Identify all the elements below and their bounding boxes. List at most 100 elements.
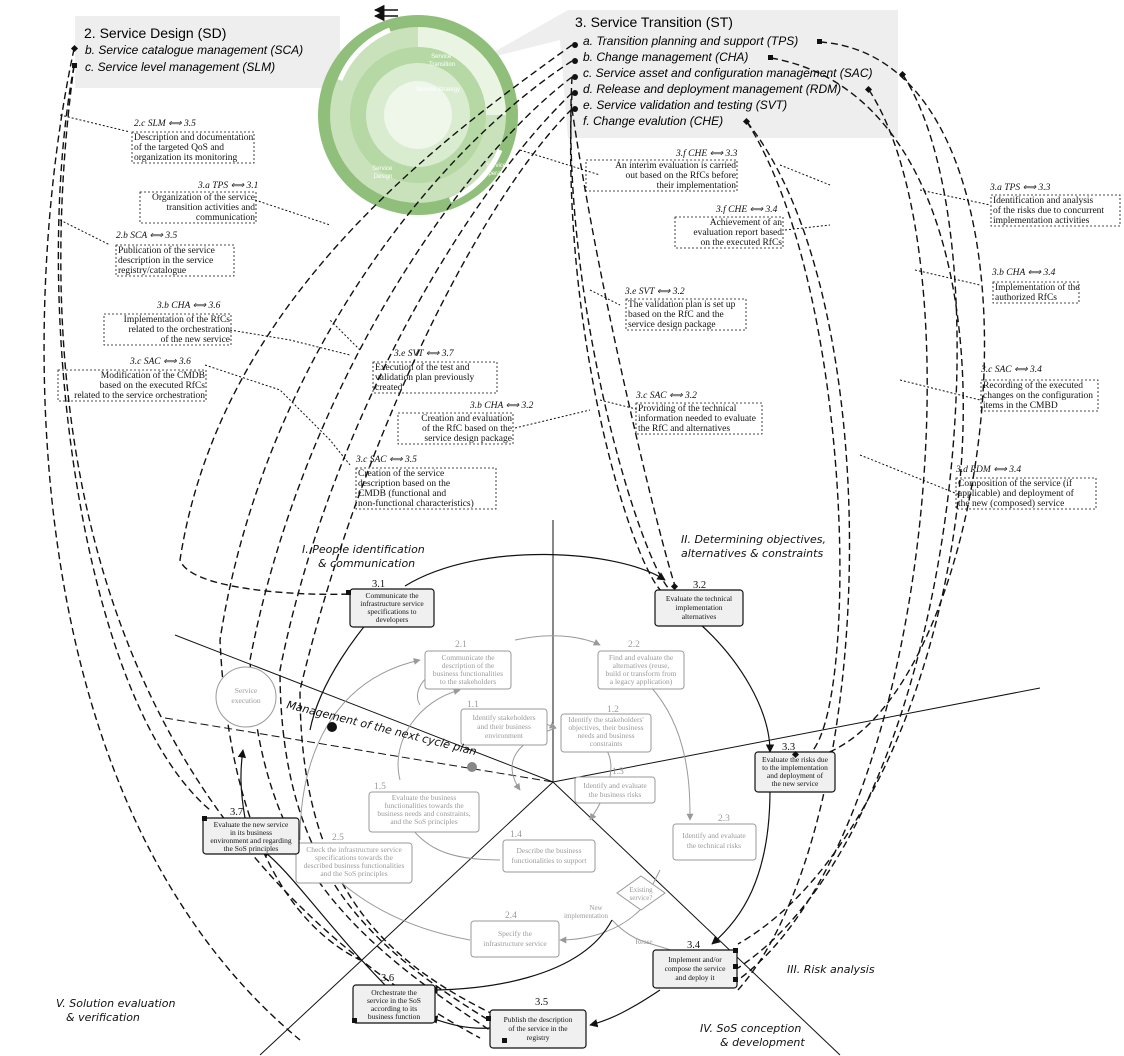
svg-text:items in the CMBD: items in the CMBD: [983, 401, 1058, 411]
svg-text:registry/catalogue: registry/catalogue: [118, 266, 186, 276]
svg-text:alternatives & constraints: alternatives & constraints: [681, 547, 823, 560]
svg-text:2.4: 2.4: [505, 911, 517, 921]
svg-text:1.3: 1.3: [612, 767, 624, 777]
svg-text:Service Transition: Service Transition: [429, 54, 455, 68]
quadrant-3-label: III. Risk analysis: [787, 963, 875, 976]
svg-text:Service Design: Service Design: [372, 166, 394, 180]
svg-text:related to the orchestration: related to the orchestration: [128, 325, 230, 335]
svg-text:2.1: 2.1: [455, 640, 467, 650]
step-number: 3.1: [372, 579, 385, 590]
svg-text:3.2: 3.2: [693, 580, 706, 591]
svg-text:description in the service: description in the service: [118, 256, 213, 266]
svg-text:2.b SCA ⟺ 3.5: 2.b SCA ⟺ 3.5: [116, 231, 177, 241]
st-item-cha: b. Change management (CHA): [583, 50, 748, 64]
svg-text:3.3: 3.3: [782, 742, 795, 753]
svg-text:service design package: service design package: [628, 320, 716, 330]
svg-text:3.a TPS ⟺ 3.1: 3.a TPS ⟺ 3.1: [197, 181, 258, 191]
svg-text:3.4: 3.4: [687, 940, 701, 951]
svg-text:implementation activities: implementation activities: [993, 216, 1090, 226]
svg-text:the RfC and alternatives: the RfC and alternatives: [638, 423, 730, 434]
svg-text:3.f CHE ⟺ 3.3: 3.f CHE ⟺ 3.3: [675, 148, 738, 159]
annotation-leaders: [59, 114, 991, 496]
svg-text:3.6: 3.6: [381, 973, 394, 984]
svg-text:3.c SAC ⟺ 3.2: 3.c SAC ⟺ 3.2: [635, 391, 697, 401]
st-item-tps: a. Transition planning and support (TPS): [583, 34, 798, 48]
svg-text:based on the RfC and the: based on the RfC and the: [628, 309, 724, 320]
st-title: 3. Service Transition (ST): [575, 14, 733, 30]
step-boxes: [202, 588, 836, 1049]
svg-text:evaluation report based: evaluation report based: [693, 228, 782, 238]
decision-reuse-label: Reuse: [635, 938, 652, 946]
wheel-design-label: Service: [372, 166, 393, 172]
svg-text:CMDB (functional and: CMDB (functional and: [358, 488, 446, 499]
svg-text:service design package: service design package: [424, 434, 512, 444]
annotation-frames: [57, 131, 1121, 510]
svg-text:Providing of the technical: Providing of the technical: [638, 403, 737, 414]
st-item-rdm: d. Release and deployment management (RD…: [583, 82, 841, 96]
svg-text:1.5: 1.5: [374, 782, 386, 792]
svg-text:Continual Service Improv: Continual Service Improvement: [412, 229, 473, 243]
st-panel-background: [480, 10, 898, 138]
svg-text:& communication: & communication: [318, 557, 415, 570]
svg-text:Implementation of the RfCs: Implementation of the RfCs: [124, 314, 231, 325]
svg-text:description based on the: description based on the: [358, 479, 450, 489]
st-item-che: f. Change evalution (CHE): [583, 114, 723, 128]
svg-text:2.3: 2.3: [718, 814, 730, 824]
svg-text:3.7: 3.7: [230, 807, 243, 818]
sd-title: 2. Service Design (SD): [84, 25, 226, 41]
quadrant-5-label: V. Solution evaluation: [56, 997, 175, 1010]
svg-text:An interim evaluation is carri: An interim evaluation is carried: [615, 161, 736, 171]
spiral-axes: [164, 520, 1041, 1056]
svg-text:Description and documentation: Description and documentation: [134, 133, 253, 143]
svg-text:Creation and evaluation: Creation and evaluation: [421, 414, 512, 424]
quadrant-1-label: I. People identification: [302, 543, 425, 556]
svg-text:related to the service orchest: related to the service orchestration: [74, 391, 205, 401]
wheel-transition-label: Service: [431, 54, 452, 60]
svg-text:the new (composed) service: the new (composed) service: [958, 498, 1064, 509]
svg-text:Creation of the service: Creation of the service: [358, 468, 444, 479]
svg-text:created: created: [375, 383, 403, 393]
svg-text:their implementation: their implementation: [657, 181, 737, 191]
svg-text:1.1: 1.1: [467, 700, 479, 710]
svg-text:validation plan previously: validation plan previously: [375, 373, 474, 383]
svg-text:3.c SAC ⟺ 3.4: 3.c SAC ⟺ 3.4: [980, 365, 1042, 375]
plan-marker-dark: [327, 722, 337, 732]
svg-text:out based on the RfCs before: out based on the RfCs before: [625, 170, 736, 181]
next-cycle-plan-label: Management of the next cycle plan: [285, 698, 478, 758]
svg-text:3.e SVT ⟺ 3.7: 3.e SVT ⟺ 3.7: [393, 349, 455, 359]
st-item-sac: c. Service asset and configuration manag…: [583, 66, 872, 80]
plan-marker-gray: [467, 762, 477, 772]
svg-text:Organization of the service: Organization of the service: [152, 192, 255, 203]
quadrant-2-label: II. Determining objectives,: [681, 533, 826, 546]
svg-text:non-functional characteristics: non-functional characteristics): [358, 498, 474, 509]
step-1-2-text: Identify the stakeholders'objectives, th…: [568, 715, 644, 748]
svg-text:3.c SAC ⟺ 3.6: 3.c SAC ⟺ 3.6: [129, 357, 191, 367]
svg-text:Achievement of an: Achievement of an: [710, 217, 783, 228]
svg-text:3.f CHE ⟺ 3.4: 3.f CHE ⟺ 3.4: [715, 204, 778, 215]
wheel-operation-label: Service: [486, 163, 507, 169]
svg-text:3.b CHA ⟺ 3.2: 3.b CHA ⟺ 3.2: [469, 401, 534, 411]
svg-text:2.5: 2.5: [332, 833, 344, 843]
svg-text:1.2: 1.2: [607, 705, 619, 715]
svg-text:changes on the configuration: changes on the configuration: [983, 390, 1093, 401]
quadrant-4-label: IV. SoS conception: [700, 1022, 801, 1035]
svg-text:3.c SAC ⟺ 3.5: 3.c SAC ⟺ 3.5: [355, 455, 417, 465]
svg-text:3.e SVT ⟺ 3.2: 3.e SVT ⟺ 3.2: [624, 287, 685, 297]
svg-text:& development: & development: [720, 1036, 805, 1049]
faded-step-boxes: [215, 650, 757, 958]
svg-text:The validation plan is set up: The validation plan is set up: [628, 300, 736, 310]
svg-text:3.d RDM ⟺ 3.4: 3.d RDM ⟺ 3.4: [955, 465, 1021, 475]
